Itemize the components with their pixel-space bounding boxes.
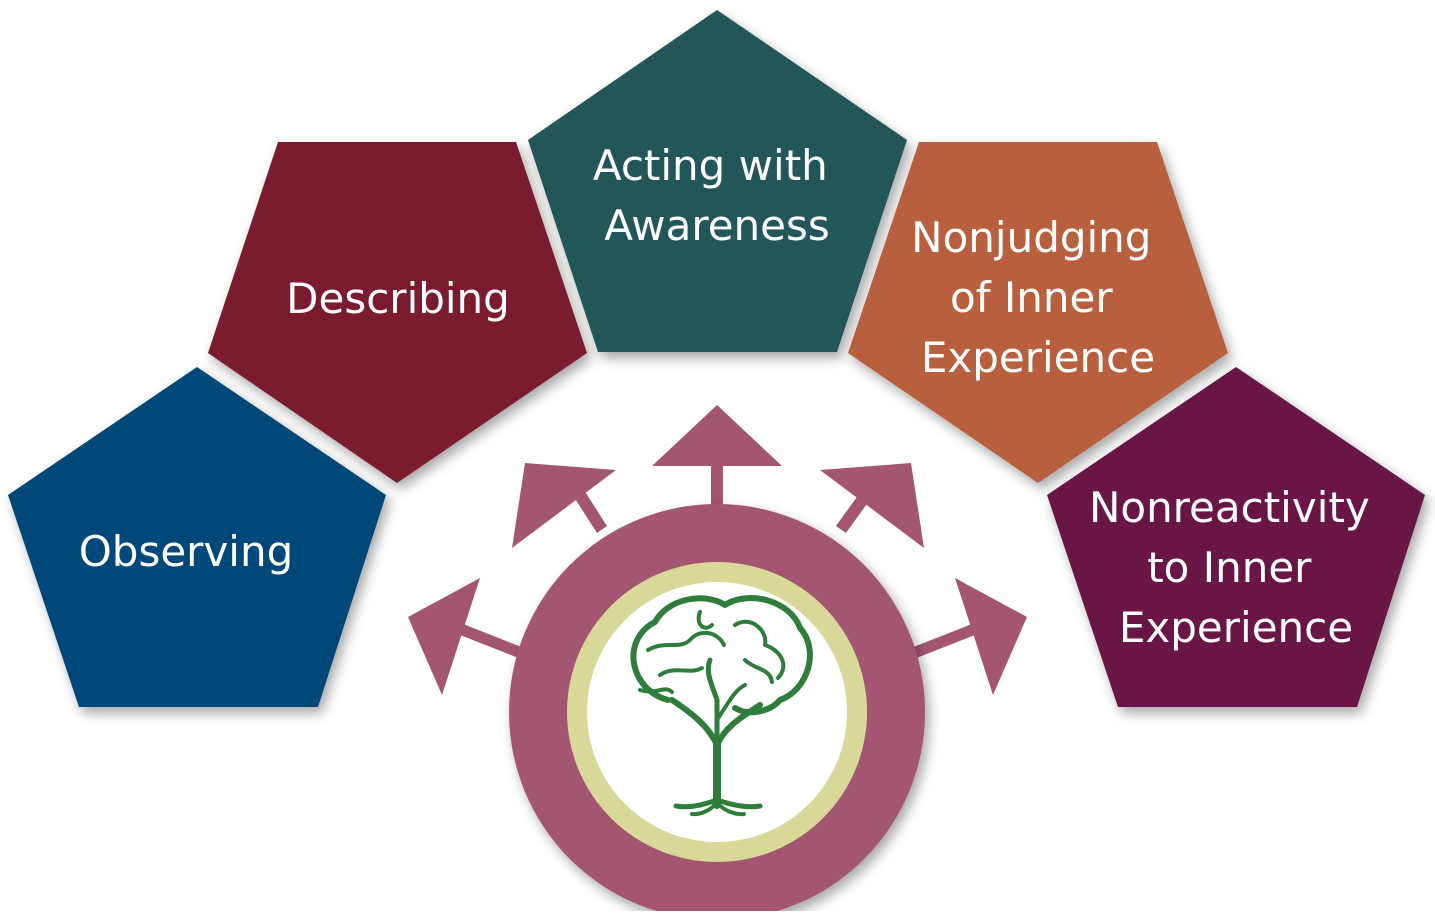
pentagon-nonjudging-shape — [848, 142, 1228, 483]
brain-tree-icon — [630, 595, 813, 817]
pentagon-observing-shape — [8, 367, 386, 707]
pentagon-nonreactivity-label: Nonreactivity to Inner Experience — [1089, 483, 1383, 652]
pentagon-describing-label: Describing — [286, 274, 510, 323]
arrow-upper-left-icon — [512, 463, 616, 548]
pentagon-acting-with-awareness: Acting with Awareness — [528, 10, 907, 352]
pentagon-nonreactivity: Nonreactivity to Inner Experience — [1047, 367, 1425, 707]
arrow-right-icon — [955, 578, 1027, 695]
pentagon-observing-label: Observing — [79, 527, 294, 576]
hub-arrows — [408, 405, 1027, 695]
arrow-up-icon — [652, 405, 782, 466]
pentagon-describing: Describing — [208, 142, 587, 483]
arrow-right-shaft — [911, 622, 980, 659]
pentagon-describing-shape — [208, 142, 587, 483]
arrow-upper-right-icon — [820, 463, 924, 548]
pentagon-nonjudging: Nonjudging of Inner Experience — [848, 142, 1228, 483]
arrow-left-shaft — [455, 622, 524, 659]
pentagon-observing: Observing — [8, 367, 386, 707]
arrow-upper-left-shaft — [572, 487, 607, 533]
pentagon-acting-label: Acting with Awareness — [593, 141, 841, 250]
pentagon-acting-shape — [528, 10, 907, 352]
pentagon-nonreactivity-shape — [1047, 367, 1425, 707]
arrow-left-icon — [408, 578, 480, 695]
arrow-up-shaft — [711, 462, 723, 518]
pentagon-nonjudging-label: Nonjudging of Inner Experience — [911, 213, 1165, 382]
